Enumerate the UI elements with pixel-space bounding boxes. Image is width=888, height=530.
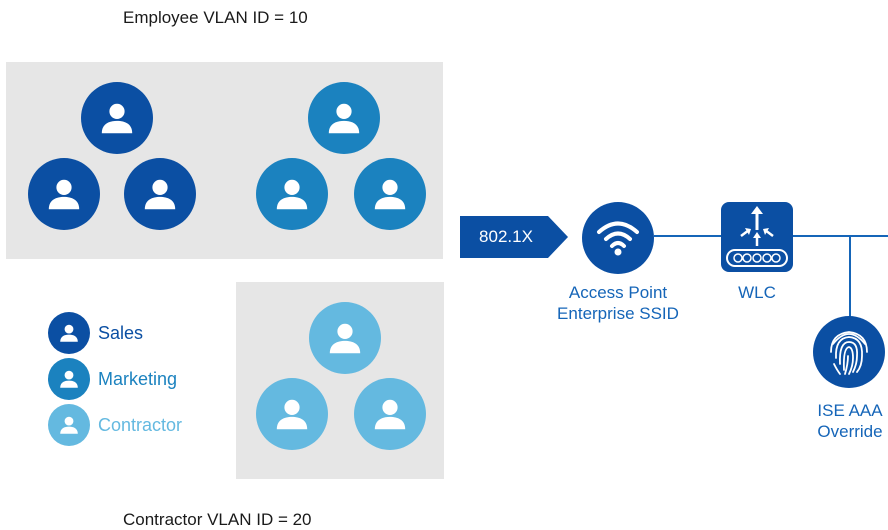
wifi-icon — [582, 202, 654, 274]
marketing-user-icon — [256, 158, 328, 230]
sales-user-icon — [81, 82, 153, 154]
legend-label: Sales — [98, 322, 144, 343]
sales-user-icon — [124, 158, 196, 230]
access-point-label: Access Point Enterprise SSID — [548, 282, 688, 324]
employee-vlan-label: Employee VLAN ID = 10 — [123, 8, 308, 27]
auth-arrow: 802.1X — [460, 216, 568, 258]
marketing-user-icon — [354, 158, 426, 230]
ise-line2: Override — [817, 422, 883, 441]
legend-label: Contractor — [98, 414, 183, 435]
employee-vlan-group — [6, 62, 443, 259]
contractor-user-icon — [354, 378, 426, 450]
sales-user-icon — [28, 158, 100, 230]
access-point-line2: Enterprise SSID — [557, 304, 679, 323]
fingerprint-icon — [813, 316, 885, 388]
contractor-vlan-label: Contractor VLAN ID = 20 — [123, 510, 312, 529]
ise-label: ISE AAA Override — [800, 400, 888, 442]
legend-item-sales: Sales — [48, 312, 143, 354]
marketing-user-icon — [308, 82, 380, 154]
wireless-controller-icon — [721, 202, 793, 272]
legend-item-marketing: Marketing — [48, 358, 177, 400]
legend-label: Marketing — [98, 368, 178, 389]
wlc-label: WLC — [738, 283, 776, 302]
sales-user-icon — [48, 312, 90, 354]
ise-line1: ISE AAA — [817, 401, 883, 420]
contractor-user-icon — [256, 378, 328, 450]
auth-label: 802.1X — [479, 227, 533, 246]
access-point-line1: Access Point — [568, 283, 668, 302]
legend-item-contractor: Contractor — [48, 404, 182, 446]
contractor-user-icon — [48, 404, 90, 446]
contractor-user-icon — [309, 302, 381, 374]
contractor-vlan-group — [236, 282, 444, 479]
marketing-user-icon — [48, 358, 90, 400]
